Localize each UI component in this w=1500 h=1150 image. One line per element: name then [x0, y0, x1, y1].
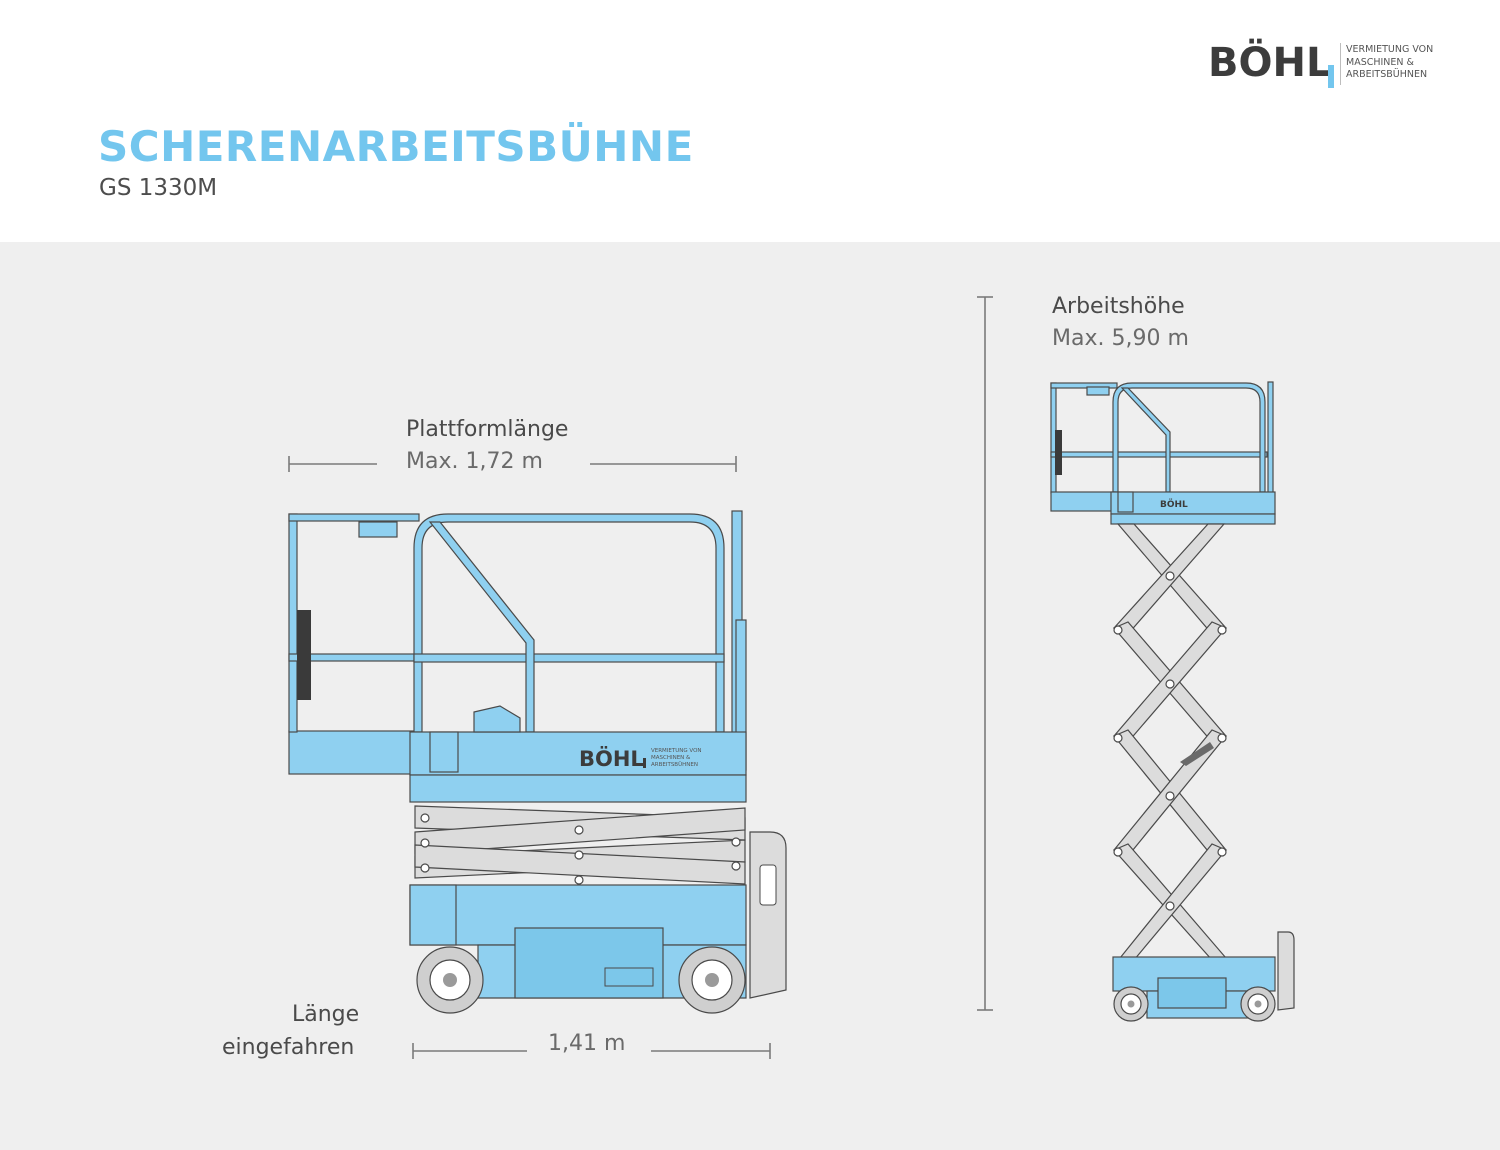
elevated-platform: BÖHL	[1050, 491, 1276, 525]
machine-drawings: .blue{fill:#8fd0f0;stroke:#4a4a4a;stroke…	[288, 296, 1295, 1059]
stowed-length-dimension	[412, 1043, 771, 1059]
front-wheel	[416, 946, 484, 1014]
chassis	[409, 831, 787, 999]
machine-decal: BÖHL VERMIETUNG VON MASCHINEN & ARBEITSB…	[579, 746, 703, 771]
logo-tagline: VERMIETUNG VON MASCHINEN & ARBEITSBÜHNEN	[1346, 44, 1434, 80]
elevated-decal-wordmark: BÖHL	[1160, 499, 1188, 510]
page-title: SCHERENARBEITSBÜHNE	[98, 122, 694, 171]
elevated-front-wheel	[1113, 986, 1149, 1022]
stowed-length-label-line2: eingefahren	[222, 1035, 355, 1060]
platform-length-label: Plattformlänge	[406, 417, 569, 442]
scissor-stack-stowed	[414, 805, 746, 885]
brand-logo: BÖHL VERMIETUNG VON MASCHINEN & ARBEITSB…	[1208, 40, 1458, 92]
working-height-label: Arbeitshöhe	[1052, 294, 1185, 319]
elevated-chassis	[1112, 931, 1295, 1019]
logo-divider	[1340, 43, 1341, 85]
platform-length-value: Max. 1,72 m	[406, 449, 543, 474]
guard-rail	[413, 510, 747, 771]
stowed-length-label-line1: Länge	[292, 1002, 360, 1027]
logo-wordmark: BÖHL	[1208, 40, 1332, 86]
platform-length-dimension	[288, 456, 737, 472]
drawing-stage: Plattformlänge Max. 1,72 m Arbeitshöhe M…	[0, 242, 1500, 1150]
main-platform	[409, 705, 747, 803]
decal-wordmark: BÖHL	[579, 746, 644, 771]
header: SCHERENARBEITSBÜHNE GS 1330M BÖHL VERMIE…	[0, 0, 1500, 242]
stowed-length-value: 1,41 m	[548, 1031, 626, 1056]
decal-tagline: VERMIETUNG VON MASCHINEN & ARBEITSBÜHNEN	[651, 748, 703, 768]
elevated-view-machine: BÖHL	[1050, 381, 1295, 1022]
elevated-rear-wheel	[1240, 986, 1276, 1022]
working-height-value: Max. 5,90 m	[1052, 326, 1189, 351]
working-height-dimension	[977, 296, 993, 1011]
model-subtitle: GS 1330M	[99, 175, 218, 201]
scissor-arms-elevated	[1112, 523, 1228, 961]
side-view-machine: BÖHL VERMIETUNG VON MASCHINEN & ARBEITSB…	[288, 510, 787, 1014]
logo-accent-bar	[1328, 65, 1334, 88]
extension-deck	[288, 513, 420, 775]
rear-wheel	[678, 946, 746, 1014]
